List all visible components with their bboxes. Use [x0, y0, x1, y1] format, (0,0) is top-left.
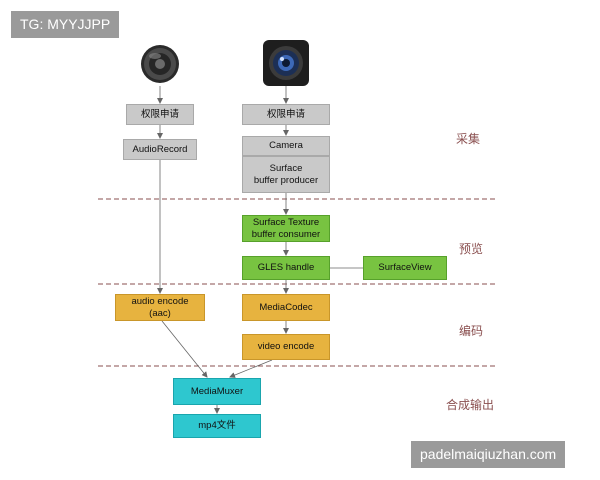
node-audio-encode-line1: audio encode: [131, 295, 189, 307]
section-label-output: 合成输出: [446, 398, 495, 412]
node-surface-producer-line2: buffer producer: [253, 174, 319, 186]
node-audio-encode-line2: (aac): [149, 307, 171, 319]
node-mp4-file: mp4文件: [173, 414, 261, 438]
node-mediamuxer: MediaMuxer: [173, 378, 261, 405]
node-audiorecord: AudioRecord: [123, 139, 197, 160]
node-surface-texture: Surface Texture buffer consumer: [242, 215, 330, 242]
edge-audioencode-muxer: [161, 320, 208, 378]
node-camera: Camera: [242, 136, 330, 156]
node-surface-producer: Surface buffer producer: [242, 156, 330, 193]
node-surface-texture-line1: Surface Texture: [252, 216, 320, 228]
section-label-capture: 采集: [456, 132, 481, 146]
node-audio-encode: audio encode (aac): [115, 294, 205, 321]
node-camera-permission: 权限申请: [242, 104, 330, 125]
node-video-encode: video encode: [242, 334, 330, 360]
node-surface-texture-line2: buffer consumer: [251, 228, 321, 240]
node-gles-handle: GLES handle: [242, 256, 330, 280]
edge-videoencode-muxer: [229, 359, 273, 378]
watermark-top: TG: MYYJJPP: [11, 11, 120, 38]
camera-lens-icon: [263, 40, 309, 86]
speaker-icon: [138, 40, 180, 86]
node-mediacodec: MediaCodec: [242, 294, 330, 321]
node-surface-producer-line1: Surface: [269, 162, 303, 174]
watermark-bottom: padelmaiqiuzhan.com: [411, 441, 566, 468]
section-label-encode: 编码: [459, 324, 484, 338]
section-label-preview: 预览: [459, 242, 484, 256]
node-surfaceview: SurfaceView: [363, 256, 447, 280]
node-audio-permission: 权限申请: [126, 104, 194, 125]
